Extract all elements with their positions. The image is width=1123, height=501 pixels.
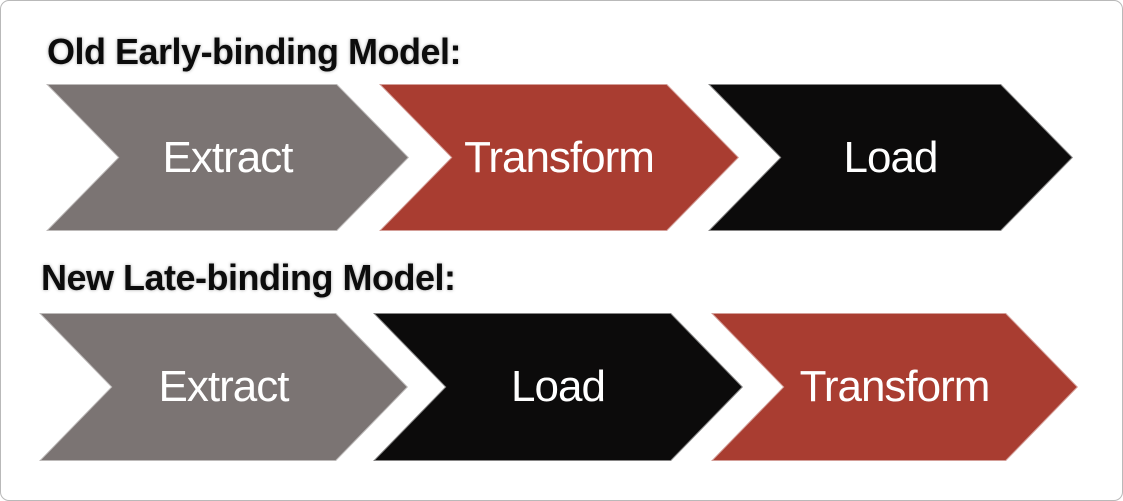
chevron-old-extract: Extract <box>46 84 409 231</box>
chevron-new-extract: Extract <box>39 313 408 461</box>
chevron-arrow-icon <box>46 84 409 231</box>
chevron-arrow-icon <box>39 313 408 461</box>
chevron-old-transform: Transform <box>379 84 739 231</box>
chevron-arrow-icon <box>708 84 1073 231</box>
chevron-arrow-icon <box>373 313 743 461</box>
chevron-arrow-icon <box>379 84 739 231</box>
new-model-title: New Late-binding Model: <box>41 257 456 298</box>
old-model-title: Old Early-binding Model: <box>47 31 462 72</box>
chevron-new-transform: Transform <box>711 313 1078 461</box>
chevron-old-load: Load <box>708 84 1073 231</box>
chevron-new-load: Load <box>373 313 743 461</box>
chevron-arrow-icon <box>711 313 1078 461</box>
